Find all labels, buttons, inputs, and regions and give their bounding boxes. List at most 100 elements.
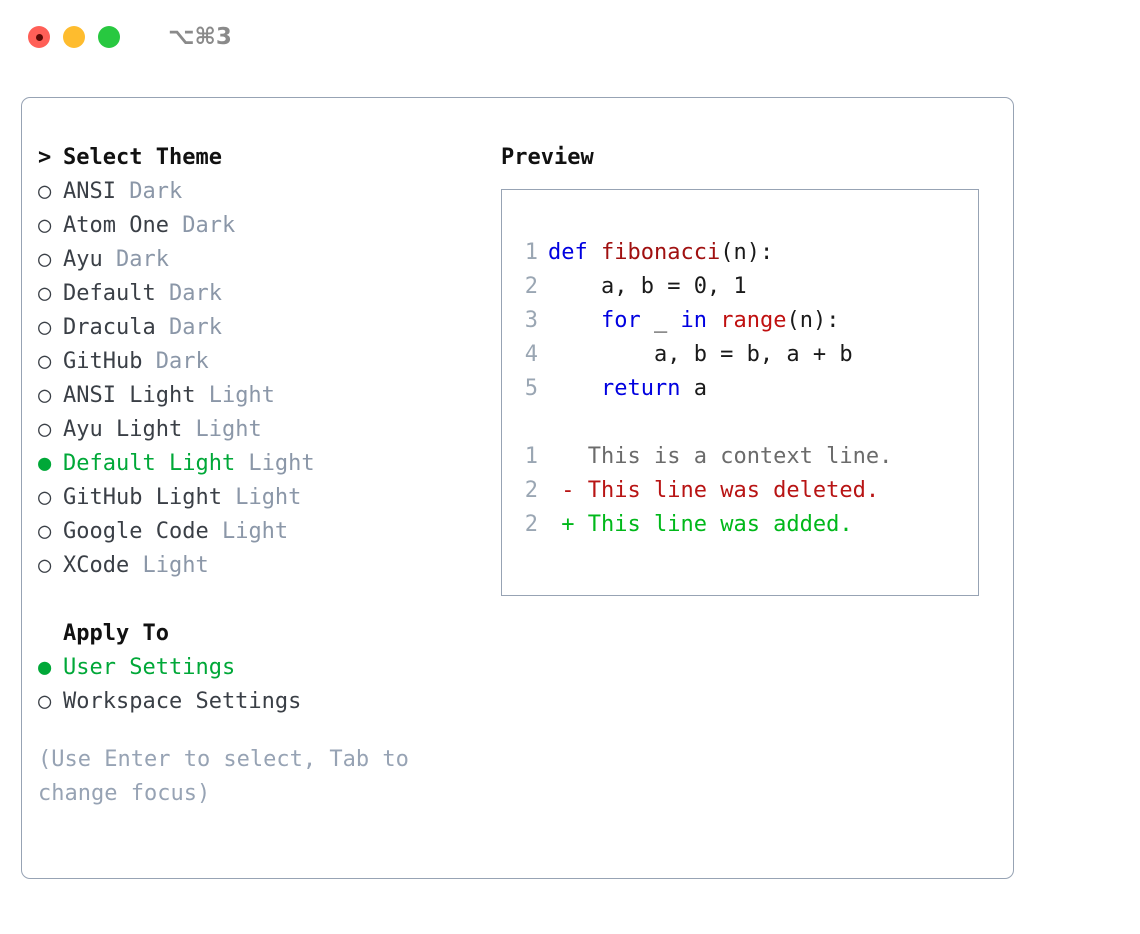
radio-unselected-icon: ○ (38, 281, 52, 306)
radio-unselected-icon: ○ (38, 383, 52, 408)
apply-to-option-user-settings[interactable]: ●User Settings (38, 651, 488, 685)
radio-selected-icon: ● (38, 451, 52, 476)
code-token (548, 308, 601, 333)
theme-list-column: >Select Theme ○ANSI Dark○Atom One Dark○A… (38, 141, 488, 811)
diff-line-number: 2 (524, 478, 538, 503)
minimize-window-icon[interactable] (63, 26, 85, 48)
radio-unselected-icon: ○ (38, 213, 52, 238)
theme-option-ayu[interactable]: ○ Ayu Dark (38, 243, 488, 277)
theme-option-label: GitHub (63, 349, 143, 374)
apply-to-header: Apply To (38, 617, 488, 651)
code-token (707, 308, 720, 333)
theme-option-list: ○ANSI Dark○Atom One Dark○Ayu Dark○Defaul… (38, 175, 488, 583)
radio-unselected-icon: ○ (38, 417, 52, 442)
code-token: a, b = 0, 1 (548, 274, 747, 299)
code-token: a, b = b, a + b (548, 342, 853, 367)
diff-line-number: 1 (524, 444, 538, 469)
theme-option-default-light[interactable]: ●Default Light Light (38, 447, 488, 481)
diff-line-text: This line was added. (587, 512, 853, 537)
code-token: a (680, 376, 707, 401)
close-window-icon[interactable] (28, 26, 50, 48)
theme-variant-tag: Dark (102, 247, 169, 272)
code-line-number: 1 (524, 240, 538, 265)
theme-option-label: Ayu Light (63, 417, 183, 442)
theme-option-ansi-light[interactable]: ○ ANSI Light Light (38, 379, 488, 413)
theme-variant-tag: Light (129, 553, 209, 578)
theme-variant-tag: Light (208, 519, 289, 544)
code-line: 1 def fibonacci(n): (514, 236, 892, 270)
theme-option-label: ANSI Light (63, 383, 196, 408)
radio-unselected-icon: ○ (38, 689, 52, 714)
theme-selector-panel: >Select Theme ○ANSI Dark○Atom One Dark○A… (21, 97, 1014, 879)
theme-option-github-light[interactable]: ○ GitHub Light Light (38, 481, 488, 515)
theme-option-label: Ayu (63, 247, 103, 272)
code-line: 3 for _ in range(n): (514, 304, 892, 338)
theme-variant-tag: Dark (155, 281, 222, 306)
theme-option-atom-one[interactable]: ○ Atom One Dark (38, 209, 488, 243)
diff-line: 2 - This line was deleted. (514, 474, 892, 508)
traffic-light-group (28, 26, 120, 48)
diff-marker (548, 444, 588, 469)
code-line: 2 a, b = 0, 1 (514, 270, 892, 304)
theme-option-default[interactable]: ○ Default Dark (38, 277, 488, 311)
theme-option-xcode[interactable]: ○ XCode Light (38, 549, 488, 583)
theme-option-ansi[interactable]: ○ANSI Dark (38, 175, 488, 209)
theme-option-label: Default (63, 281, 156, 306)
theme-option-label: GitHub Light (63, 485, 222, 510)
radio-unselected-icon: ○ (38, 485, 52, 510)
code-token (548, 376, 601, 401)
caret-icon: > (38, 145, 52, 170)
diff-marker: - (548, 478, 588, 503)
code-token: range (720, 308, 787, 333)
code-line-number: 2 (524, 274, 538, 299)
apply-to-option-label: Workspace Settings (63, 689, 302, 714)
theme-variant-tag: Light (221, 485, 302, 510)
radio-unselected-icon: ○ (38, 519, 52, 544)
radio-unselected-icon: ○ (38, 553, 52, 578)
diff-line-text: This line was deleted. (587, 478, 880, 503)
code-line-number: 5 (524, 376, 538, 401)
select-theme-header: > Select Theme (38, 141, 488, 175)
code-token (588, 240, 601, 265)
code-token: def (548, 240, 588, 265)
diff-line-number: 2 (524, 512, 538, 537)
code-token: fibonacci (601, 240, 721, 265)
theme-option-dracula[interactable]: ○Dracula Dark (38, 311, 488, 345)
radio-unselected-icon: ○ (38, 315, 52, 340)
apply-to-option-list: ●User Settings ○ Workspace Settings (38, 651, 488, 719)
theme-variant-tag: Dark (155, 315, 222, 340)
theme-variant-tag: Dark (142, 349, 209, 374)
diff-line-text: This is a context line. (587, 444, 893, 469)
theme-option-label: Default Light (63, 451, 236, 476)
theme-variant-tag: Light (182, 417, 262, 442)
apply-to-option-label: User Settings (63, 655, 236, 680)
select-theme-header-label: Select Theme (63, 145, 222, 170)
radio-unselected-icon: ○ (38, 179, 52, 204)
theme-option-google-code[interactable]: ○ Google Code Light (38, 515, 488, 549)
theme-option-label: XCode (63, 553, 130, 578)
diff-line: 2 + This line was added. (514, 508, 892, 542)
keyboard-hint-text: (Use Enter to select, Tab to change focu… (38, 747, 409, 806)
theme-option-label: Atom One (63, 213, 169, 238)
radio-unselected-icon: ○ (38, 349, 52, 374)
list-spacer (38, 583, 488, 617)
theme-option-ayu-light[interactable]: ○ Ayu Light Light (38, 413, 488, 447)
code-token: for (600, 308, 641, 333)
theme-variant-tag: Dark (115, 179, 183, 204)
theme-option-label: Google Code (63, 519, 209, 544)
theme-variant-tag: Dark (168, 213, 236, 238)
theme-option-github[interactable]: ○ GitHub Dark (38, 345, 488, 379)
apply-to-header-label: Apply To (63, 621, 169, 646)
keyboard-shortcut-label: ⌥⌘3 (168, 24, 232, 50)
code-token: _ (640, 308, 681, 333)
maximize-window-icon[interactable] (98, 26, 120, 48)
code-token: (n): (720, 240, 774, 265)
code-line: 5 return a (514, 372, 892, 406)
code-token: in (680, 308, 707, 333)
apply-to-option-workspace-settings[interactable]: ○ Workspace Settings (38, 685, 488, 719)
theme-variant-tag: Light (195, 383, 275, 408)
radio-unselected-icon: ○ (38, 247, 52, 272)
code-line-number: 4 (524, 342, 538, 367)
